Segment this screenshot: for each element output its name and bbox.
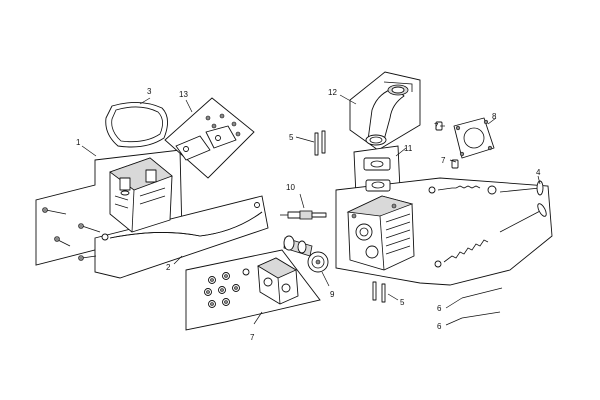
callout-8: 8 — [492, 112, 497, 121]
valve-caps — [204, 268, 250, 308]
rocker-arm-holder — [257, 257, 299, 305]
callout-5a: 5 — [289, 133, 294, 142]
cylinder-head — [346, 195, 415, 271]
callout-4: 4 — [536, 168, 541, 177]
callout-7a: 7 — [434, 122, 439, 131]
callout-7b: 7 — [441, 156, 446, 165]
seal-set — [175, 113, 241, 161]
callout-2: 2 — [166, 263, 171, 272]
callout-6a: 6 — [437, 304, 442, 313]
callout-3: 3 — [147, 87, 152, 96]
breather-hose — [101, 202, 263, 241]
callout-1: 1 — [76, 138, 81, 147]
callout-11: 11 — [404, 144, 413, 153]
leader-lines — [81, 94, 541, 326]
manifold-gaskets — [363, 157, 391, 192]
spark-plug — [280, 210, 327, 220]
dowel-pins — [435, 121, 459, 169]
valve-upper — [428, 180, 544, 196]
callout-9: 9 — [330, 290, 335, 299]
cover-gasket-ring — [105, 102, 168, 148]
head-gasket — [453, 117, 495, 159]
callout-7c: 7 — [250, 333, 255, 342]
cover-bolts — [42, 207, 101, 261]
valve-lower — [434, 203, 547, 268]
studs-upper — [314, 130, 326, 156]
panel-hose-group — [94, 195, 269, 279]
long-studs — [461, 287, 503, 319]
callout-12: 12 — [328, 88, 337, 97]
callout-10: 10 — [286, 183, 295, 192]
intake-manifold — [365, 81, 413, 146]
callout-13: 13 — [179, 90, 188, 99]
callout-labels: 1 2 3 4 5 5 6 6 7 7 7 8 9 10 11 12 13 — [76, 87, 541, 342]
cylinder-head-cover — [109, 157, 173, 233]
camshaft — [283, 235, 329, 273]
studs-lower — [372, 281, 386, 303]
callout-5b: 5 — [400, 298, 405, 307]
callout-6b: 6 — [437, 322, 442, 331]
